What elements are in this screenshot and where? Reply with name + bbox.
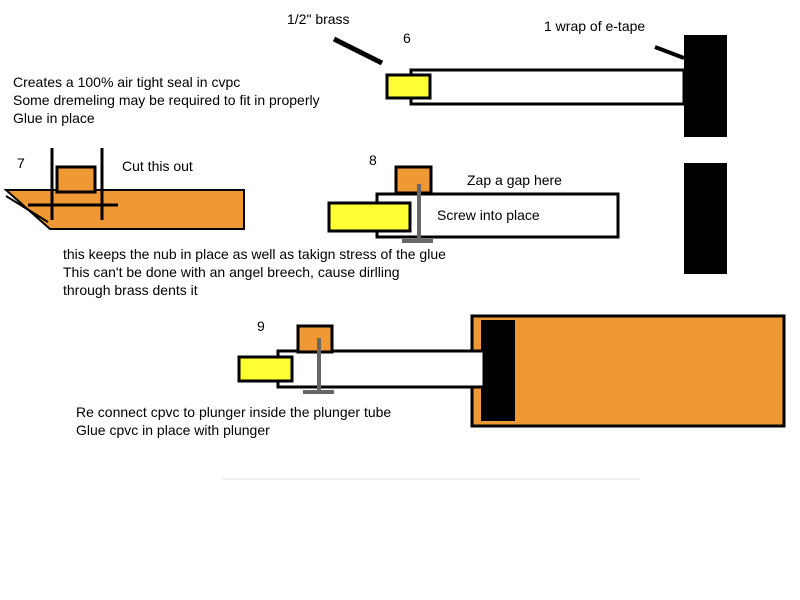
step6-cpvc-tube bbox=[409, 68, 686, 106]
step8-nub bbox=[394, 165, 433, 195]
step-7-number: 7 bbox=[17, 155, 25, 171]
step-8-number: 8 bbox=[369, 152, 377, 168]
reconnect-note-line: Glue cpvc in place with plunger bbox=[76, 422, 270, 438]
brass-pointer-line bbox=[332, 36, 384, 66]
seal-note-line: Creates a 100% air tight seal in cvpc bbox=[13, 74, 241, 90]
step7-nub bbox=[55, 165, 97, 194]
step-9-number: 9 bbox=[257, 318, 265, 334]
step8-brass-nub bbox=[327, 201, 412, 233]
brass-label: 1/2" brass bbox=[287, 11, 350, 27]
step-6-number: 6 bbox=[403, 30, 411, 46]
nub-note: this keeps the nub in place as well as t… bbox=[63, 245, 446, 299]
step7-bevel-line bbox=[5, 195, 49, 223]
etape-block-bottom bbox=[684, 163, 727, 274]
step9-brass-nub bbox=[237, 355, 294, 383]
etape-block-top bbox=[684, 35, 727, 137]
step9-plunger-tube bbox=[470, 314, 786, 428]
etape-pointer-line bbox=[654, 45, 685, 60]
nub-note-line: this keeps the nub in place as well as t… bbox=[63, 246, 446, 262]
step9-cpvc-tube bbox=[276, 349, 486, 389]
step7-plunger-head bbox=[3, 189, 245, 230]
seal-note-line: Some dremeling may be required to fit in… bbox=[13, 92, 320, 108]
nub-note-line: This can't be done with an angel breech,… bbox=[63, 264, 400, 280]
nub-note-line: through brass dents it bbox=[63, 282, 198, 298]
reconnect-note-line: Re connect cpvc to plunger inside the pl… bbox=[76, 404, 392, 420]
seal-note-line: Glue in place bbox=[13, 110, 95, 126]
zap-gap-label: Zap a gap here bbox=[467, 172, 562, 188]
step9-plunger-head bbox=[481, 320, 515, 421]
etape-label: 1 wrap of e-tape bbox=[544, 18, 646, 34]
step6-brass-nub bbox=[385, 73, 432, 100]
cut-this-out-label: Cut this out bbox=[122, 158, 193, 174]
step9-nub bbox=[296, 324, 334, 354]
seal-note: Creates a 100% air tight seal in cvpc So… bbox=[13, 73, 320, 127]
reconnect-note: Re connect cpvc to plunger inside the pl… bbox=[76, 403, 391, 439]
screw-into-place-label: Screw into place bbox=[437, 207, 540, 223]
